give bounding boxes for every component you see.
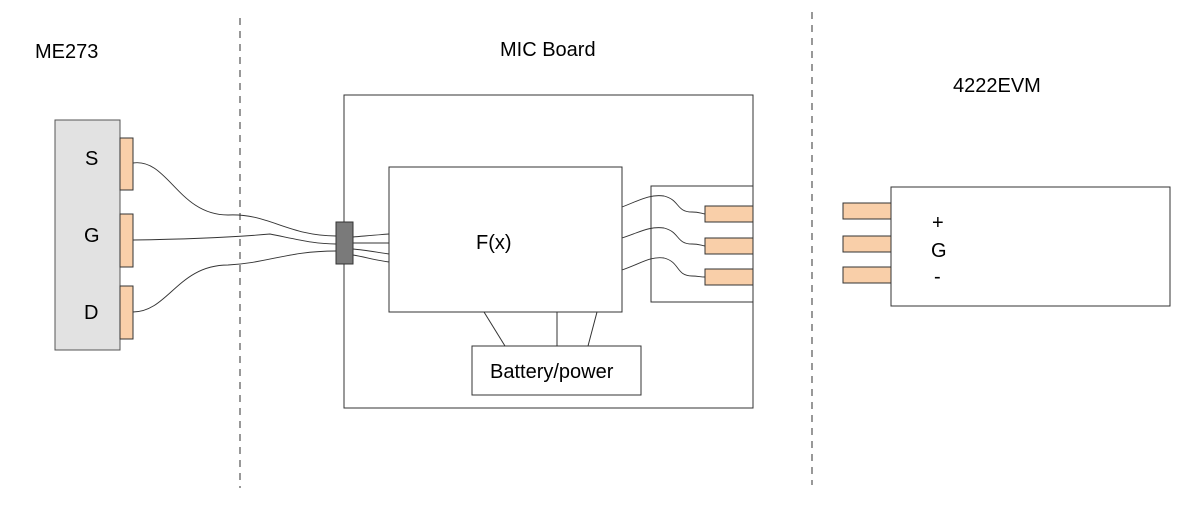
me273-pad-s xyxy=(119,137,134,191)
input-connector xyxy=(335,221,354,265)
me273-pin-label-d: D xyxy=(84,302,98,324)
function-label: F(x) xyxy=(476,232,512,254)
evm-pin-label-plus: + xyxy=(932,212,944,234)
me273-pin-label-s: S xyxy=(85,148,98,170)
section-label-mic-board: MIC Board xyxy=(500,39,596,61)
wire-s xyxy=(132,162,337,237)
me273-device: S G D xyxy=(54,119,134,351)
output-pad-3 xyxy=(704,268,754,286)
evm-pad-minus xyxy=(842,266,892,284)
power-block xyxy=(471,345,642,396)
output-wires xyxy=(621,195,706,278)
input-wires xyxy=(132,162,337,313)
board-wire-1 xyxy=(352,233,390,238)
output-wire-3 xyxy=(621,257,706,278)
board-wire-3 xyxy=(352,248,390,255)
output-pad-2 xyxy=(704,237,754,255)
evm-device: + G - xyxy=(842,186,1171,307)
power-label: Battery/power xyxy=(490,361,614,383)
evm-pad-g xyxy=(842,235,892,253)
me273-pad-d xyxy=(119,285,134,340)
me273-body xyxy=(54,119,121,351)
evm-pad-plus xyxy=(842,202,892,220)
me273-pad-g xyxy=(119,213,134,268)
power-link-1 xyxy=(483,311,506,347)
section-label-me273: ME273 xyxy=(35,41,98,63)
wire-g xyxy=(132,233,337,245)
output-wire-2 xyxy=(621,227,706,247)
board-wire-4 xyxy=(352,254,390,263)
evm-pin-label-g: G xyxy=(931,240,947,262)
mic-board: F(x) Battery/power xyxy=(335,94,754,409)
wire-d xyxy=(132,250,337,313)
function-block xyxy=(388,166,623,313)
power-link-3 xyxy=(587,311,598,347)
output-wire-1 xyxy=(621,195,706,215)
me273-pin-label-g: G xyxy=(84,225,100,247)
output-pad-1 xyxy=(704,205,754,223)
board-internal-wires xyxy=(352,233,390,263)
section-label-4222evm: 4222EVM xyxy=(953,75,1041,97)
evm-pin-label-minus: - xyxy=(934,266,941,288)
